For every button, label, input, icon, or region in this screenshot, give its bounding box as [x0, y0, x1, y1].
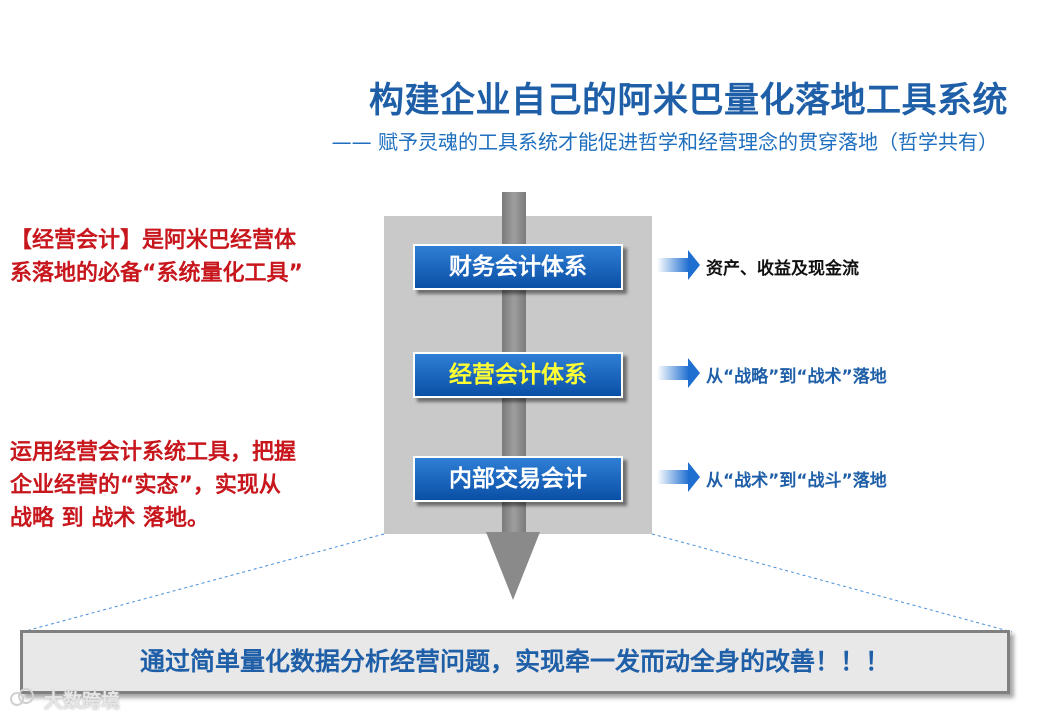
side-arrow-3: [657, 462, 700, 492]
side-arrow-2: [657, 358, 700, 388]
arrow-label-2: 从“战略”到“战术”落地: [706, 367, 887, 387]
page-title: 构建企业自己的阿米巴量化落地工具系统: [368, 81, 1008, 121]
down-arrow-head: [486, 532, 540, 600]
arrow-label-1: 资产、收益及现金流: [706, 259, 859, 279]
left-note-bottom-line: 战略 到 战术 落地。: [10, 506, 209, 531]
dashed-guide-left: [21, 533, 385, 633]
watermark-text: 大数跨境: [44, 690, 121, 712]
internal-trade-accounting-box: 内部交易会计: [413, 456, 623, 502]
left-note-bottom-line: 企业经营的“实态”，实现从: [10, 473, 281, 498]
management-accounting-box: 经营会计体系: [413, 352, 623, 398]
left-note-bottom: 运用经营会计系统工具，把握 企业经营的“实态”，实现从 战略 到 战术 落地。: [10, 436, 296, 535]
finance-accounting-box: 财务会计体系: [413, 244, 623, 290]
dashed-guide-right: [651, 533, 1013, 633]
page-subtitle: —— 赋予灵魂的工具系统才能促进哲学和经营理念的贯穿落地（哲学共有）: [331, 130, 998, 154]
cloud-logo-icon: [8, 687, 38, 712]
bottom-banner: 通过简单量化数据分析经营问题，实现牵一发而动全身的改善！！！: [20, 630, 1010, 694]
watermark: 大数跨境: [8, 686, 120, 714]
left-note-top-line: 【经营会计】是阿米巴经营体: [10, 228, 297, 253]
arrow-label-3: 从“战术”到“战斗”落地: [706, 471, 887, 491]
left-note-bottom-line: 运用经营会计系统工具，把握: [10, 440, 297, 465]
left-note-top-line: 系落地的必备“系统量化工具”: [10, 261, 303, 286]
side-arrow-1: [657, 250, 700, 280]
left-note-top: 【经营会计】是阿米巴经营体 系落地的必备“系统量化工具”: [10, 224, 303, 290]
